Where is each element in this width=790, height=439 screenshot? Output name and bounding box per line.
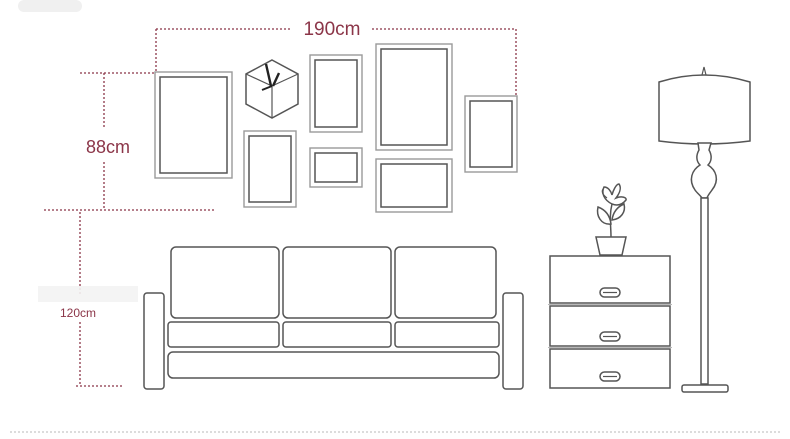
frame-7 xyxy=(464,95,518,173)
drawer-3 xyxy=(549,348,671,389)
lamp-shade xyxy=(658,74,751,145)
picture-frames xyxy=(154,43,518,213)
frame-5 xyxy=(375,43,453,151)
floor-lamp-icon xyxy=(658,66,751,393)
sofa-left-arm xyxy=(143,292,165,390)
frame-6 xyxy=(375,158,453,213)
sofa-right-arm xyxy=(502,292,524,390)
sofa-icon xyxy=(143,246,524,390)
floor-height-dimension xyxy=(76,212,124,387)
frame-1 xyxy=(154,71,233,179)
decor-smudge xyxy=(38,286,138,302)
nightstand xyxy=(548,255,672,389)
frames-height-label: 88cm xyxy=(86,137,130,157)
lamp-base xyxy=(681,384,729,393)
sofa-seat-cushion-3 xyxy=(394,321,500,348)
sofa-back-cushion-2 xyxy=(282,246,392,319)
sofa-seat-cushion-2 xyxy=(282,321,392,348)
lamp-pole xyxy=(700,197,709,385)
width-dimension xyxy=(155,28,517,96)
frame-3 xyxy=(309,54,363,133)
width-label: 190cm xyxy=(303,19,360,40)
floor-height-label: 120cm xyxy=(60,306,96,320)
frame-2 xyxy=(243,130,297,208)
sofa-back-cushion-1 xyxy=(170,246,280,319)
lamp-body xyxy=(690,142,718,199)
frames-height-dimension xyxy=(44,72,214,211)
frame-4 xyxy=(309,147,363,188)
sofa-back-cushion-3 xyxy=(394,246,497,319)
sofa-seat-cushion-1 xyxy=(167,321,280,348)
decor-blob xyxy=(18,0,82,12)
clock-icon xyxy=(245,59,299,119)
flower-icon xyxy=(595,183,627,256)
sofa-base xyxy=(167,351,500,379)
